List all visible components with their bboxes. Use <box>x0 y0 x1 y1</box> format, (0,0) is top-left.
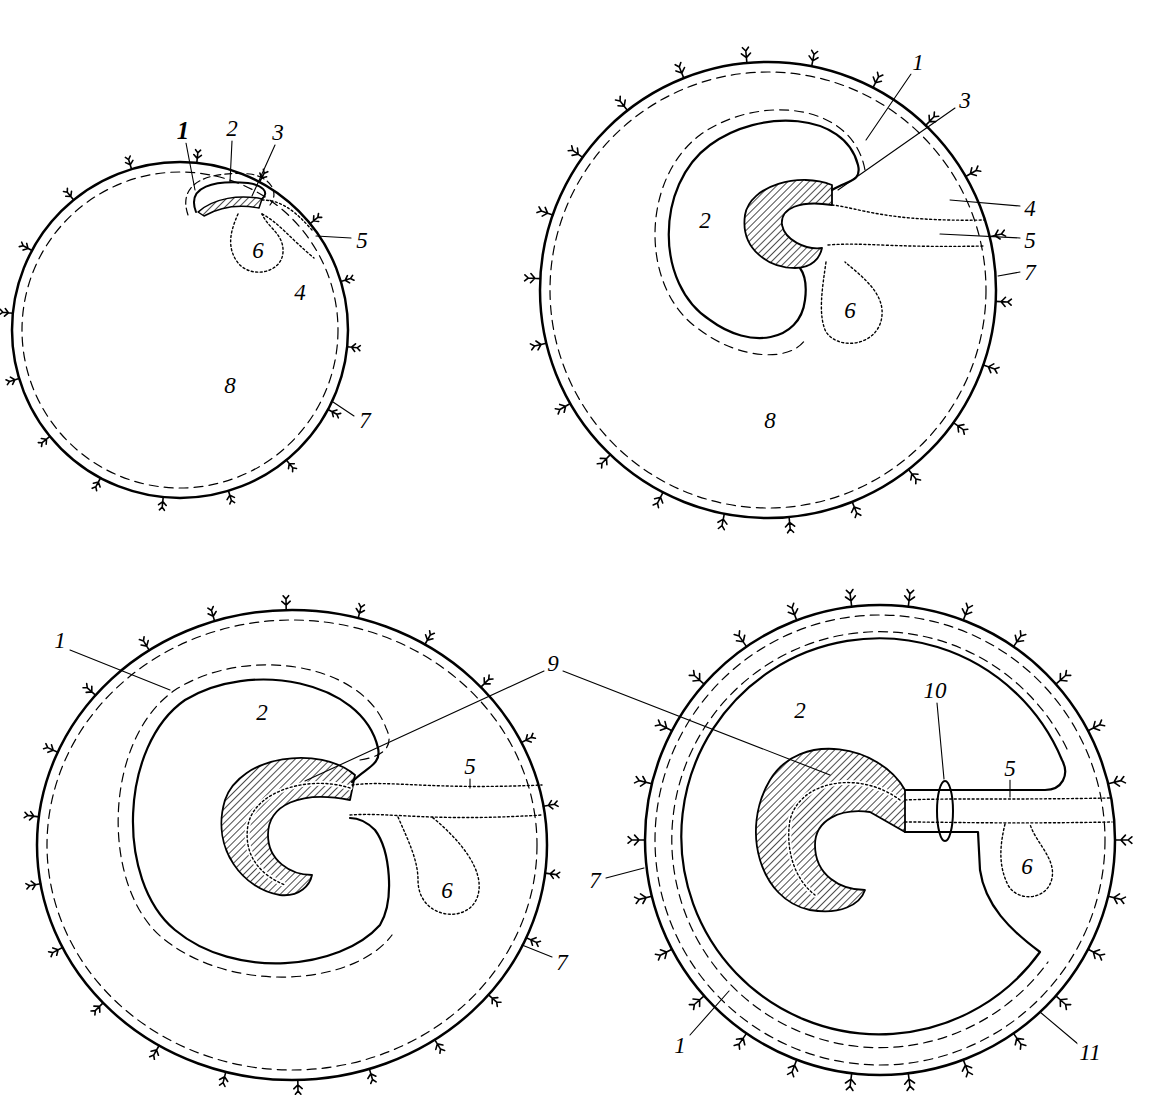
allantois-ground <box>247 783 350 885</box>
chorion <box>540 62 996 518</box>
amnion <box>133 680 389 964</box>
amnion-mesoderm <box>655 110 865 355</box>
allantois <box>247 783 350 885</box>
callout-number: 11 <box>1077 1041 1102 1064</box>
body-stalk <box>350 814 542 817</box>
embryo <box>756 749 905 912</box>
callout-number: 5 <box>1022 229 1038 252</box>
chorion <box>37 610 547 1080</box>
callout-number: 7 <box>587 869 603 892</box>
callout-number: 5 <box>462 755 478 778</box>
leader-lines <box>838 74 1020 276</box>
amnion-mesoderm <box>118 665 392 977</box>
callout-number: 1 <box>175 118 192 143</box>
villus <box>24 596 559 1095</box>
callout-number: 1 <box>910 51 926 74</box>
chorion <box>12 162 348 498</box>
chorion-mesoderm <box>22 172 338 488</box>
leader-lines <box>70 650 830 957</box>
callout-number: 1 <box>672 1034 688 1057</box>
callout-number: 5 <box>354 229 370 252</box>
chorionic-villi <box>0 47 1132 1094</box>
leader-lines <box>186 141 354 416</box>
callout-number: 9 <box>545 652 561 675</box>
callout-number: 7 <box>1022 261 1038 284</box>
callout-number: 7 <box>554 951 570 974</box>
callout-number: 3 <box>957 89 973 112</box>
stage-2 <box>540 62 1020 518</box>
callout-number: 2 <box>254 701 270 724</box>
body-stalk <box>352 784 542 787</box>
embryo <box>744 180 832 268</box>
callout-number: 4 <box>292 281 308 304</box>
embryo <box>198 197 262 216</box>
callout-number: 5 <box>1002 757 1018 780</box>
body-stalk <box>828 244 985 246</box>
villus <box>525 47 1012 533</box>
amnion <box>669 121 859 338</box>
body-stalk <box>262 200 312 230</box>
chorion-mesoderm <box>47 620 537 1070</box>
leader-lines <box>606 703 1078 1044</box>
yolk-sac <box>821 262 882 343</box>
umbilical-cord <box>905 798 1110 800</box>
embryo <box>221 758 355 895</box>
stage-1 <box>12 141 354 498</box>
stage-3 <box>37 610 830 1080</box>
yolk-sac <box>1001 824 1053 897</box>
allantois <box>789 783 900 895</box>
chorion-mesoderm <box>550 72 986 508</box>
callout-number: 2 <box>697 209 713 232</box>
body-stalk <box>262 214 314 258</box>
stage-4 <box>606 605 1115 1075</box>
callout-number: 7 <box>357 409 373 432</box>
callout-number: 3 <box>270 121 286 144</box>
callout-number: 6 <box>1019 855 1035 878</box>
callout-number: 4 <box>1022 197 1038 220</box>
yolk-sac <box>398 817 479 914</box>
callout-number: 2 <box>792 699 808 722</box>
callout-number: 10 <box>922 679 949 702</box>
umbilical-cord <box>905 821 1112 823</box>
callout-number: 8 <box>222 374 238 397</box>
cord-loop <box>937 781 953 841</box>
chorion <box>645 605 1115 1075</box>
callout-number: 6 <box>842 299 858 322</box>
chorion-mesoderm <box>655 615 1105 1065</box>
callout-number: 2 <box>224 117 240 140</box>
callout-number: 6 <box>250 239 266 262</box>
callout-number: 1 <box>52 629 68 652</box>
villus <box>628 590 1132 1091</box>
callout-number: 6 <box>439 879 455 902</box>
amnion-mesoderm <box>672 632 1067 1048</box>
villus <box>0 150 360 511</box>
amnion <box>681 638 1065 1034</box>
body-stalk <box>832 205 985 220</box>
callout-number: 8 <box>762 409 778 432</box>
allantois-ground <box>789 783 900 895</box>
